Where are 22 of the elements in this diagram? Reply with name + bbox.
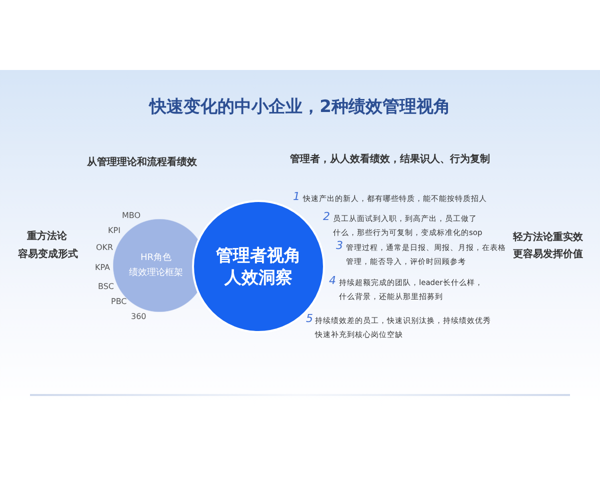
list-number: 2 [323,210,330,223]
circle-heading: HR角色 [140,252,172,264]
method-label: KPI [108,226,120,236]
summary-text: 容易变成形式 [18,248,78,262]
method-label: 360 [131,312,146,322]
slide-title: 快速变化的中小企业，2种绩效管理视角 [150,96,450,118]
summary-text: 重方法论 [27,230,67,244]
summary-text: 轻方法论重实效 [513,231,583,245]
method-label: PBC [111,297,127,307]
circle-text: 绩效理论框架 [129,266,183,280]
list-number: 5 [306,312,313,325]
method-label: MBO [122,211,141,221]
method-label: OKR [96,243,114,253]
list-number: 1 [293,190,300,203]
summary-text: 更容易发挥价值 [513,248,583,262]
list-number: 3 [336,239,343,252]
circle-heading: 管理者视角人效洞察 [215,244,302,288]
list-number: 4 [329,274,336,287]
method-label: BSC [98,282,114,292]
section-heading: 从管理理论和流程看绩效 [87,156,197,170]
section-heading: 管理者，从人效看绩效，结果识人、行为复制 [290,153,490,167]
method-label: KPA [95,263,110,273]
